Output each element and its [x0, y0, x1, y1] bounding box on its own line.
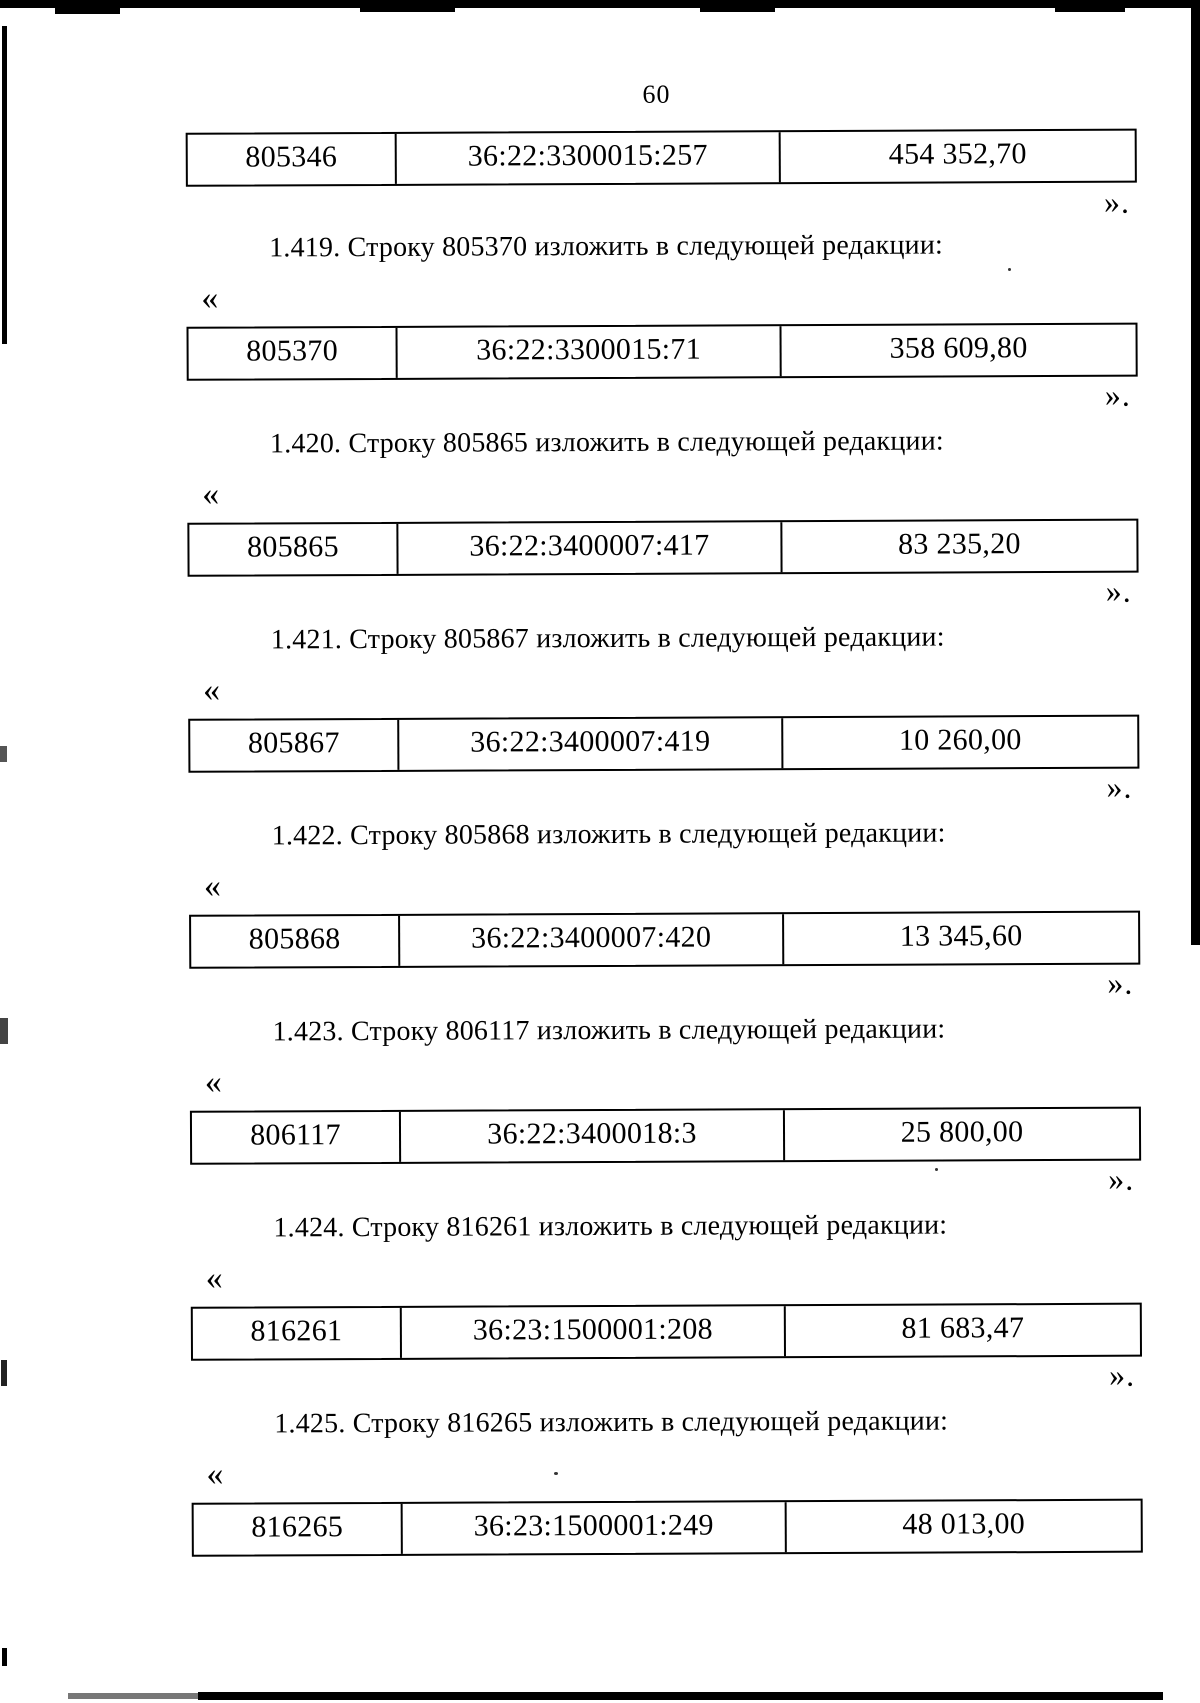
amendment-table: 806117 36:22:3400018:3 25 800,00 [189, 1106, 1142, 1165]
open-quote-mark: « [205, 1259, 223, 1297]
scan-edge-blob [700, 7, 775, 12]
clause-section: 1.421. Строку 805867 изложить в следующе… [0, 619, 1200, 820]
close-quote-mark: ». [1104, 376, 1131, 413]
scan-edge-left [0, 746, 7, 762]
amendment-table: 816261 36:23:1500001:208 81 683,47 [190, 1302, 1142, 1361]
value-cell: 454 352,70 [888, 137, 1027, 171]
amendment-table: 805868 36:22:3400007:420 13 345,60 [189, 910, 1141, 969]
cadastral-number-cell: 36:22:3400007:419 [399, 718, 784, 770]
value-cell: 83 235,20 [898, 527, 1021, 561]
row-id-cell: 805865 [189, 523, 399, 575]
cadastral-number-cell: 36:23:1500001:249 [402, 1502, 787, 1554]
amendment-table: 816265 36:23:1500001:249 48 013,00 [191, 1498, 1143, 1557]
scan-edge-right [1191, 0, 1200, 945]
amendment-table: 805370 36:22:3300015:71 358 609,80 [186, 322, 1138, 381]
value-cell: 25 800,00 [900, 1115, 1024, 1149]
value-cell: 358 609,80 [889, 331, 1028, 365]
row-id-cell: 806117 [191, 1111, 402, 1163]
scan-edge-left [0, 1018, 8, 1044]
clause-section: 1.423. Строку 806117 изложить в следующе… [1, 1011, 1200, 1212]
cadastral-number-cell: 36:22:3400007:420 [400, 914, 785, 966]
value-cell: 13 345,60 [899, 919, 1023, 953]
cadastral-number-cell: 36:23:1500001:208 [401, 1306, 786, 1358]
row-id-cell: 805868 [191, 915, 401, 967]
scan-edge-top [0, 0, 1200, 8]
row-id-cell: 816261 [192, 1307, 402, 1359]
clause-heading: 1.424. Строку 816261 изложить в следующе… [273, 1209, 948, 1244]
scan-speck [554, 1472, 558, 1475]
open-quote-mark: « [206, 1455, 224, 1493]
clause-heading: 1.420. Строку 805865 изложить в следующе… [269, 425, 944, 460]
close-quote-mark: ». [1108, 1160, 1135, 1197]
clause-heading: 1.423. Строку 806117 изложить в следующе… [272, 1013, 946, 1048]
clause-section: 1.419. Строку 805370 изложить в следующе… [0, 227, 1198, 428]
cadastral-number-cell: 36:22:3400007:417 [398, 522, 783, 574]
open-quote-mark: « [204, 1063, 222, 1101]
amendment-table: 805346 36:22:3300015:257 454 352,70 [185, 128, 1137, 187]
scan-edge-bottom [68, 1693, 198, 1699]
clause-heading: 1.421. Строку 805867 изложить в следующе… [270, 621, 945, 656]
open-quote-mark: « [203, 867, 222, 905]
scan-edge-bottom [198, 1692, 1163, 1700]
open-quote-mark: « [202, 475, 220, 513]
scan-edge-blob [1055, 7, 1125, 12]
row-id-cell: 805370 [188, 327, 398, 379]
close-quote-mark: ». [1108, 1356, 1136, 1393]
cadastral-number-cell: 36:22:3300015:257 [396, 132, 781, 184]
clause-heading: 1.419. Строку 805370 изложить в следующе… [269, 229, 944, 264]
value-cell: 81 683,47 [901, 1311, 1025, 1345]
cadastral-number-cell: 36:22:3300015:71 [397, 326, 782, 378]
scan-edge-left [2, 1648, 7, 1666]
value-cell: 10 260,00 [898, 723, 1022, 757]
amendment-table: 805867 36:22:3400007:419 10 260,00 [188, 714, 1140, 773]
close-quote-mark: ». [1106, 768, 1133, 805]
clause-section: 1.424. Строку 816261 изложить в следующе… [1, 1207, 1200, 1408]
amendment-table: 805865 36:22:3400007:417 83 235,20 [187, 518, 1139, 577]
clause-section: 1.425. Строку 816265 изложить в следующе… [2, 1403, 1200, 1604]
value-cell: 48 013,00 [902, 1507, 1026, 1541]
row-id-cell: 805346 [187, 133, 397, 185]
close-quote-mark: ». [1105, 572, 1132, 609]
cadastral-number-cell: 36:22:3400018:3 [400, 1110, 786, 1162]
clause-heading: 1.425. Строку 816265 изложить в следующе… [274, 1405, 949, 1440]
scan-edge-blob [360, 7, 455, 12]
clause-section: 1.422. Строку 805868 изложить в следующе… [0, 815, 1200, 1016]
scan-speck [1008, 268, 1011, 271]
open-quote-mark: « [203, 671, 221, 709]
row-id-cell: 816265 [193, 1503, 403, 1555]
scan-edge-left [1, 1360, 7, 1386]
clause-heading: 1.422. Строку 805868 изложить в следующе… [271, 817, 946, 852]
open-quote-mark: « [201, 279, 219, 317]
close-quote-mark: ». [1103, 183, 1131, 220]
page-number: 60 [642, 79, 671, 109]
clause-section: 1.420. Строку 805865 изложить в следующе… [0, 423, 1199, 624]
scan-edge-blob [55, 7, 120, 14]
scan-edge-left [2, 26, 7, 344]
row-id-cell: 805867 [190, 719, 400, 771]
close-quote-mark: ». [1107, 964, 1134, 1001]
scan-speck [935, 1168, 938, 1171]
